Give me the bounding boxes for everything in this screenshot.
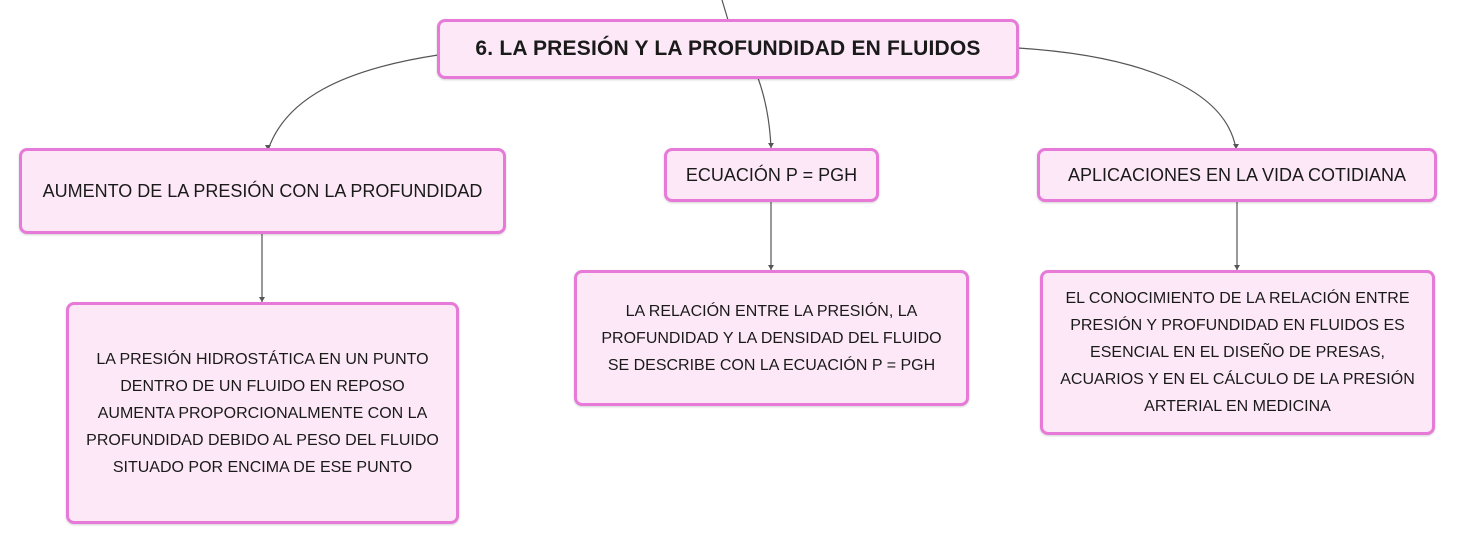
detail-line: PROFUNDIDAD Y LA DENSIDAD DEL FLUIDO [601,329,942,347]
detail-line: SITUADO POR ENCIMA DE ESE PUNTO [112,458,413,476]
detail-line: PRESIÓN Y PROFUNDIDAD EN FLUIDOS ES [1070,317,1405,334]
detail-node-equation[interactable]: LA RELACIÓN ENTRE LA PRESIÓN, LA PROFUND… [574,270,969,406]
detail-text: LA PRESIÓN HIDROSTÁTICA EN UN PUNTO DENT… [86,346,439,481]
arrowhead [259,297,265,302]
topic-title: APLICACIONES EN LA VIDA COTIDIANA [1067,164,1407,185]
connector-root-topic1 [267,54,439,151]
root-node[interactable]: 6. LA PRESIÓN Y LA PROFUNDIDAD EN FLUIDO… [437,19,1019,79]
arrowhead [1233,144,1239,149]
detail-line: SE DESCRIBE CON LA ECUACIÓN P = ΡGH [607,356,936,374]
topic-node-pressure-depth[interactable]: AUMENTO DE LA PRESIÓN CON LA PROFUNDIDAD [19,148,506,234]
topic-title: AUMENTO DE LA PRESIÓN CON LA PROFUNDIDAD [42,180,483,201]
topic-node-applications[interactable]: APLICACIONES EN LA VIDA COTIDIANA [1037,148,1437,202]
root-title: 6. LA PRESIÓN Y LA PROFUNDIDAD EN FLUIDO… [475,37,981,60]
detail-line: DENTRO DE UN FLUIDO EN REPOSO [120,377,405,395]
arrowhead [768,265,774,270]
detail-text: LA RELACIÓN ENTRE LA PRESIÓN, LA PROFUND… [601,298,941,379]
detail-line: ESENCIAL EN EL DISEÑO DE PRESAS, [1090,344,1385,361]
detail-node-applications[interactable]: EL CONOCIMIENTO DE LA RELACIÓN ENTRE PRE… [1040,270,1435,435]
detail-line: PROFUNDIDAD DEBIDO AL PESO DEL FLUIDO [86,431,439,449]
connector-incoming [721,0,729,21]
detail-line: EL CONOCIMIENTO DE LA RELACIÓN ENTRE [1065,290,1410,307]
connector-root-topic2 [757,77,772,149]
detail-node-pressure-depth[interactable]: LA PRESIÓN HIDROSTÁTICA EN UN PUNTO DENT… [66,302,459,524]
detail-line: AUMENTA PROPORCIONALMENTE CON LA [97,404,428,422]
arrowhead [1234,265,1240,270]
arrowhead [265,145,271,150]
detail-line: LA PRESIÓN HIDROSTÁTICA EN UN PUNTO [96,350,429,368]
detail-line: ACUARIOS Y EN EL CÁLCULO DE LA PRESIÓN [1060,371,1415,388]
detail-text: EL CONOCIMIENTO DE LA RELACIÓN ENTRE PRE… [1060,285,1415,420]
detail-line: ARTERIAL EN MEDICINA [1144,398,1331,415]
topic-title: ECUACIÓN P = ΡGH [685,164,858,185]
detail-line: LA RELACIÓN ENTRE LA PRESIÓN, LA [625,302,918,320]
topic-node-equation[interactable]: ECUACIÓN P = ΡGH [664,148,879,202]
connector-root-topic3 [1017,47,1237,150]
arrowhead [768,143,774,148]
